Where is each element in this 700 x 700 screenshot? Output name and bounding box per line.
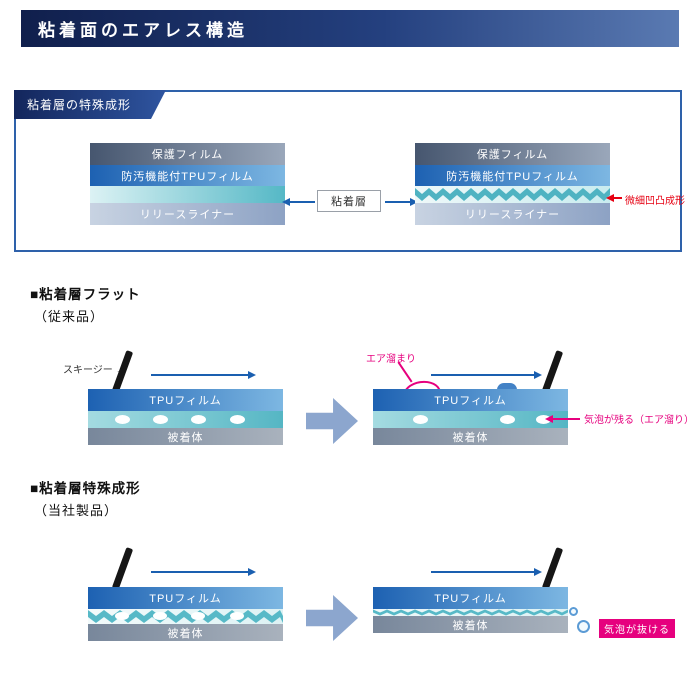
air-bubble bbox=[413, 415, 428, 424]
adhesive-label: 粘着層 bbox=[331, 196, 367, 208]
squeegee-direction-arrow bbox=[151, 371, 256, 379]
flat-section-subheading: （従来品） bbox=[34, 309, 105, 324]
release-liner-layer: リリースライナー bbox=[90, 203, 285, 225]
tpu-film-label: TPUフィルム bbox=[434, 593, 507, 605]
panel-title: 粘着層の特殊成形 bbox=[27, 98, 132, 112]
flat-before-stack: TPUフィルム 被着体 bbox=[88, 389, 283, 445]
substrate-label: 被着体 bbox=[167, 431, 204, 444]
air-bubble bbox=[153, 415, 168, 424]
release-liner-layer: リリースライナー bbox=[415, 203, 610, 225]
substrate-label: 被着体 bbox=[452, 431, 489, 444]
special-section-subheading: （当社製品） bbox=[34, 503, 119, 518]
transition-arrow-icon bbox=[306, 595, 358, 641]
squeegee-direction-arrow bbox=[151, 568, 256, 576]
arrow-left-to-flat-adhesive bbox=[282, 198, 315, 206]
bubble-note: 気泡が残る（エア溜り） bbox=[584, 415, 694, 426]
air-bubble bbox=[536, 415, 551, 424]
air-bubble bbox=[191, 415, 206, 424]
texture-note-arrow bbox=[606, 194, 622, 202]
escape-note-tag: 気泡が抜ける bbox=[599, 619, 675, 638]
tpu-film-layer: TPUフィルム bbox=[373, 587, 568, 609]
squeegee-label: スキージー → bbox=[63, 365, 126, 376]
escaping-bubble bbox=[569, 607, 578, 616]
tpu-film-label: TPUフィルム bbox=[149, 593, 222, 605]
adhesive-layer bbox=[373, 411, 568, 428]
flat-section-heading: ■粘着層フラット bbox=[30, 287, 141, 302]
protect-film-label: 保護フィルム bbox=[476, 149, 549, 161]
squeegee-icon bbox=[541, 350, 564, 393]
film-bulge bbox=[497, 383, 517, 390]
textured-layer-stack: 保護フィルム 防汚機能付TPUフィルム リリースライナー bbox=[415, 143, 610, 225]
tpu-film-label: TPUフィルム bbox=[434, 395, 507, 407]
squeegee-icon bbox=[111, 547, 134, 590]
flat-after-stack: TPUフィルム 被着体 bbox=[373, 383, 568, 445]
special-section-heading: ■粘着層特殊成形 bbox=[30, 481, 141, 496]
air-pocket-label: エア溜まり bbox=[366, 354, 416, 365]
page-title-bar: 粘着面のエアレス構造 bbox=[21, 10, 679, 47]
special-forming-panel: 粘着層の特殊成形 保護フィルム 防汚機能付TPUフィルム リリースライナー 粘着… bbox=[14, 90, 685, 252]
arrow-right-to-textured-adhesive bbox=[385, 198, 418, 206]
air-bubble bbox=[500, 415, 515, 424]
tpu-film-label: 防汚機能付TPUフィルム bbox=[121, 170, 254, 183]
substrate-label: 被着体 bbox=[167, 627, 204, 640]
transition-arrow-icon bbox=[306, 398, 358, 444]
adhesive-label-box: 粘着層 bbox=[317, 190, 381, 212]
substrate-label: 被着体 bbox=[452, 619, 489, 632]
special-after-stack: TPUフィルム 被着体 bbox=[373, 587, 568, 633]
compressed-adhesive-layer bbox=[373, 609, 568, 616]
air-bubble bbox=[115, 612, 129, 620]
adhesive-layer bbox=[88, 411, 283, 428]
protect-film-label: 保護フィルム bbox=[151, 149, 224, 161]
adhesive-layer-flat bbox=[90, 186, 285, 203]
protect-film-layer: 保護フィルム bbox=[90, 143, 285, 165]
squeegee-direction-arrow bbox=[431, 568, 542, 576]
squeegee-icon bbox=[541, 547, 564, 590]
tpu-film-layer: 防汚機能付TPUフィルム bbox=[415, 165, 610, 186]
air-bubble bbox=[153, 612, 167, 620]
adhesive-layer-textured bbox=[415, 186, 610, 203]
tpu-film-layer: TPUフィルム bbox=[373, 389, 568, 411]
air-bubble bbox=[115, 415, 130, 424]
special-before-stack: TPUフィルム 被着体 bbox=[88, 587, 283, 641]
tpu-film-label: 防汚機能付TPUフィルム bbox=[446, 170, 579, 183]
squeegee-direction-arrow bbox=[431, 371, 542, 379]
panel-title-tab: 粘着層の特殊成形 bbox=[14, 90, 166, 119]
tpu-film-layer: TPUフィルム bbox=[88, 587, 283, 609]
textured-adhesive-wave bbox=[415, 188, 610, 201]
air-bubble bbox=[230, 612, 244, 620]
release-liner-label: リリースライナー bbox=[464, 209, 561, 221]
flat-layer-stack: 保護フィルム 防汚機能付TPUフィルム リリースライナー bbox=[90, 143, 285, 225]
tpu-film-layer: 防汚機能付TPUフィルム bbox=[90, 165, 285, 186]
bubble-note-arrow bbox=[545, 415, 580, 423]
release-liner-label: リリースライナー bbox=[139, 209, 236, 221]
air-bubble bbox=[230, 415, 245, 424]
substrate-layer: 被着体 bbox=[373, 616, 568, 633]
substrate-layer: 被着体 bbox=[88, 624, 283, 641]
tpu-film-layer: TPUフィルム bbox=[88, 389, 283, 411]
substrate-layer: 被着体 bbox=[373, 428, 568, 445]
textured-adhesive-layer bbox=[88, 609, 283, 624]
texture-note: 微細凹凸成形 bbox=[625, 196, 685, 207]
escaping-bubble bbox=[577, 620, 590, 633]
tpu-film-label: TPUフィルム bbox=[149, 395, 222, 407]
substrate-layer: 被着体 bbox=[88, 428, 283, 445]
page-title: 粘着面のエアレス構造 bbox=[38, 21, 248, 40]
protect-film-layer: 保護フィルム bbox=[415, 143, 610, 165]
compressed-adhesive-wave bbox=[373, 609, 568, 616]
air-bubble bbox=[191, 612, 205, 620]
